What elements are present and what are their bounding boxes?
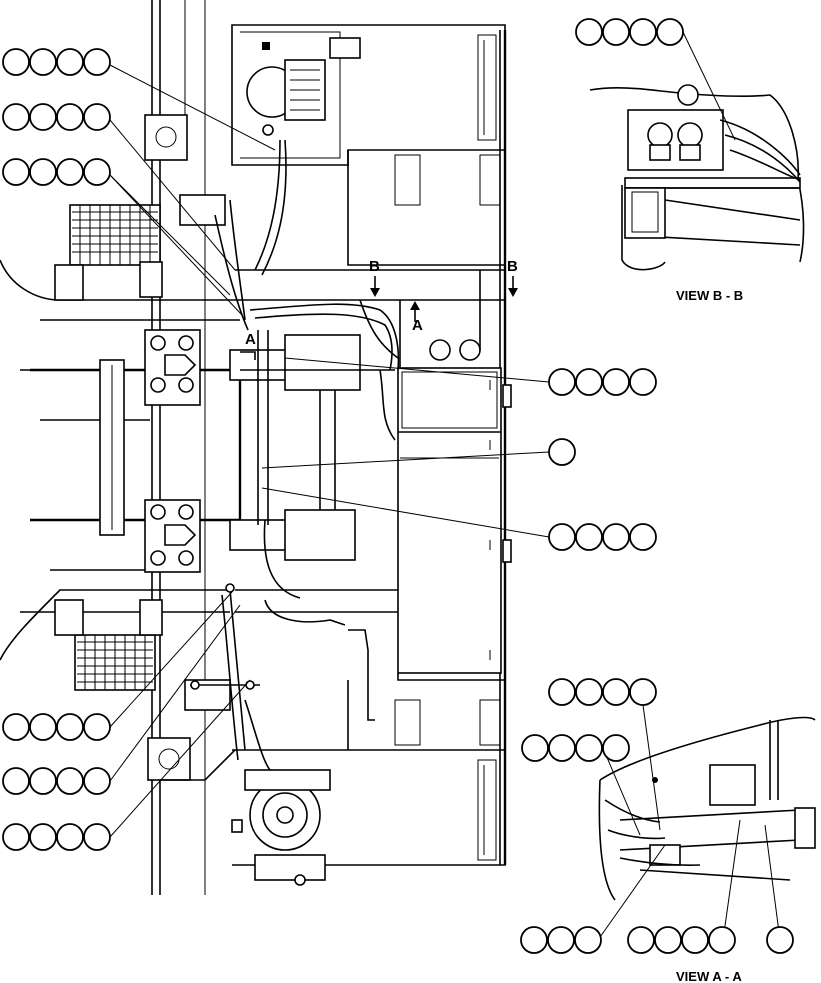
callout-15 — [766, 926, 794, 954]
callout-10 — [2, 713, 111, 741]
callout-1 — [2, 48, 111, 76]
section-markers: B B A A — [240, 258, 518, 360]
section-label-b-left: B — [369, 258, 380, 275]
callout-8 — [548, 678, 657, 706]
lower-mount-bracket — [144, 499, 291, 573]
callout-2 — [2, 103, 111, 131]
callout-14 — [627, 926, 736, 954]
section-label-b-right: B — [507, 258, 518, 275]
section-label-a-left: A — [245, 331, 256, 348]
view-b-b-label: VIEW B - B — [676, 288, 743, 303]
callout-13 — [520, 926, 602, 954]
section-label-a-right: A — [412, 317, 423, 334]
cross-rails — [235, 269, 505, 681]
view-a-a-label: VIEW A - A — [676, 969, 742, 983]
left-body-outline — [0, 259, 242, 661]
callout-4 — [575, 18, 684, 46]
leader-lines — [109, 31, 781, 941]
callout-5 — [548, 368, 657, 396]
callout-11 — [2, 767, 111, 795]
upper-mount-bracket — [144, 329, 291, 406]
callout-9 — [521, 734, 630, 762]
upper-terminal-block — [54, 204, 163, 301]
center-shaft — [240, 330, 395, 561]
lower-wire-harness — [190, 519, 375, 771]
callout-6 — [548, 438, 576, 466]
control-cabinet — [397, 339, 512, 674]
upper-wire-harness — [214, 139, 400, 441]
top-valve-assembly — [246, 37, 361, 136]
callout-12 — [2, 823, 111, 851]
view-b-b-inset — [589, 84, 805, 271]
lower-terminal-block — [54, 599, 163, 691]
view-a-a-inset — [598, 716, 816, 901]
callout-7 — [548, 523, 657, 551]
callout-3 — [2, 158, 111, 186]
bottom-pump-assembly — [231, 769, 331, 886]
